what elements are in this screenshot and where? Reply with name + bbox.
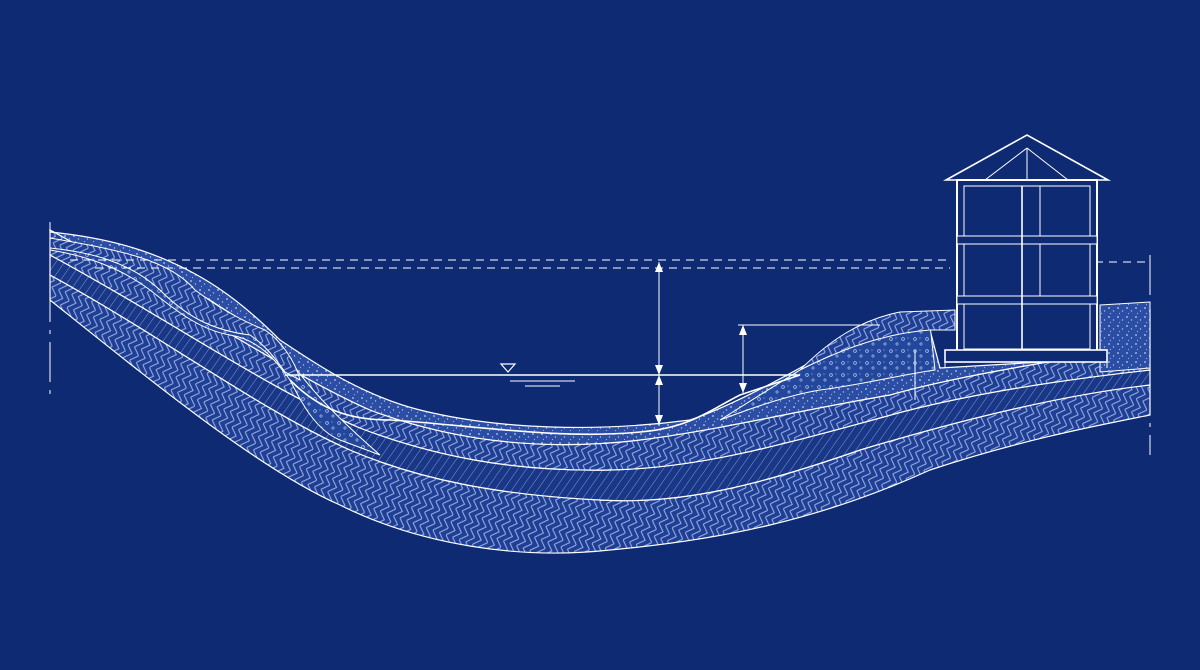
- depth-arrow-mid-down: [655, 375, 663, 385]
- right-bank-gravel: [719, 324, 936, 421]
- water-level-triangle-icon: [499, 363, 517, 373]
- left-bank-topsoil: [49, 237, 301, 381]
- building: [942, 134, 1112, 368]
- building-floor-slab-1: [956, 235, 1098, 245]
- depth-arrow-bottom: [655, 415, 663, 425]
- building-foundation: [944, 349, 1108, 363]
- depth-arrow-mid-up: [655, 365, 663, 375]
- depth-arrow-top: [655, 262, 663, 272]
- river-bed-line: [289, 374, 801, 436]
- building-floor-slab-2: [956, 295, 1098, 305]
- right-bank-topsoil: [799, 309, 956, 371]
- building-walls: [956, 179, 1098, 356]
- bank-arrow-bottom: [739, 383, 747, 393]
- bank-arrow-top: [739, 325, 747, 335]
